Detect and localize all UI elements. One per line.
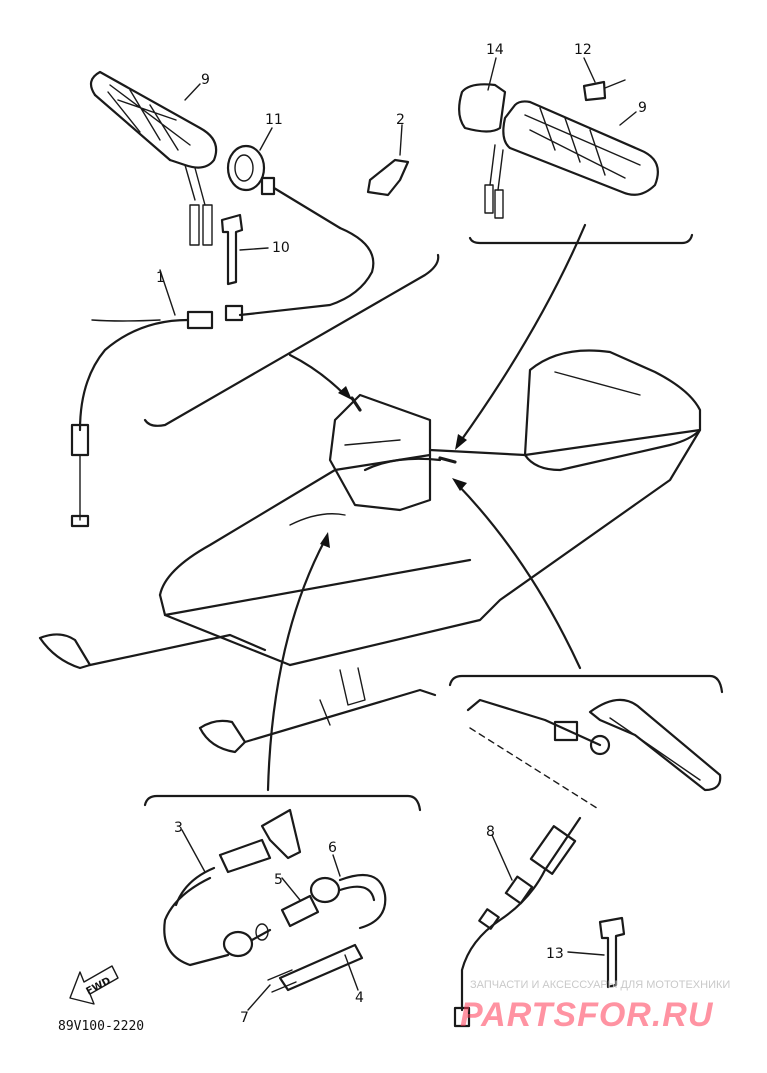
callout-6: 6	[328, 840, 337, 856]
callout-11: 11	[265, 112, 283, 128]
brake-assembly	[453, 698, 722, 1028]
callout-4: 4	[355, 990, 364, 1006]
watermark-tagline: ЗАПЧАСТИ И АКСЕССУАРЫ ДЛЯ МОТОТЕХНИКИ	[470, 979, 730, 991]
callout-7: 7	[240, 1010, 249, 1026]
callout-3: 3	[174, 820, 183, 836]
pointer-arrows	[266, 223, 587, 792]
callout-14: 14	[486, 42, 504, 58]
callout-9-left: 9	[201, 72, 210, 88]
panel-brackets	[143, 233, 724, 812]
callout-8: 8	[486, 824, 495, 840]
callout-numbers: 9 11 2 10 1 14 12 9 3 6 5 4 7 8 13	[156, 42, 647, 1026]
callout-1: 1	[156, 270, 165, 286]
snowmobile-illustration	[38, 349, 702, 754]
leader-lines	[159, 57, 637, 1011]
callout-9-right: 9	[638, 100, 647, 116]
callout-2: 2	[396, 112, 405, 128]
diagram-code: 89V100-2220	[58, 1019, 144, 1034]
watermark-logo: PARTSFOR.RU	[460, 996, 714, 1034]
callout-5: 5	[274, 872, 283, 888]
callout-10: 10	[272, 240, 290, 256]
harness-assembly	[163, 808, 387, 993]
callout-12: 12	[574, 42, 592, 58]
fwd-arrow: FWD	[69, 965, 119, 1005]
right-grip-assembly	[458, 79, 659, 219]
watermark: ЗАПЧАСТИ И АКСЕССУАРЫ ДЛЯ МОТОТЕХНИКИ PA…	[460, 979, 730, 1034]
callout-13: 13	[546, 946, 564, 962]
left-grip-assembly	[70, 70, 410, 528]
